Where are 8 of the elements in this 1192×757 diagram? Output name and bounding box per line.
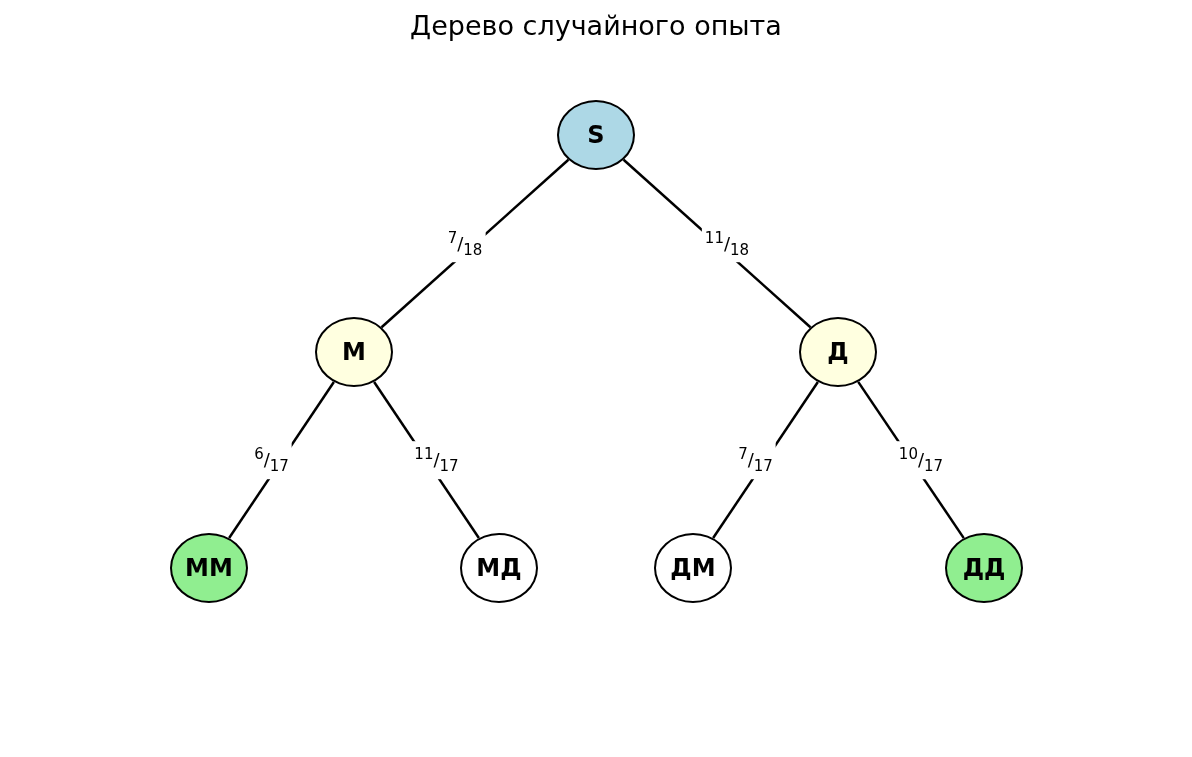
outcome-ellipse: Д xyxy=(799,317,877,387)
diagram-title: Дерево случайного опыта xyxy=(409,10,783,41)
outcome-ellipse: МД xyxy=(460,533,538,603)
outcome-ellipse: ДМ xyxy=(654,533,732,603)
outcome-ellipse: S xyxy=(557,100,635,170)
outcome-ellipse: ММ xyxy=(170,533,248,603)
outcome-ellipse: ДД xyxy=(945,533,1023,603)
outcome-ellipse: М xyxy=(315,317,393,387)
